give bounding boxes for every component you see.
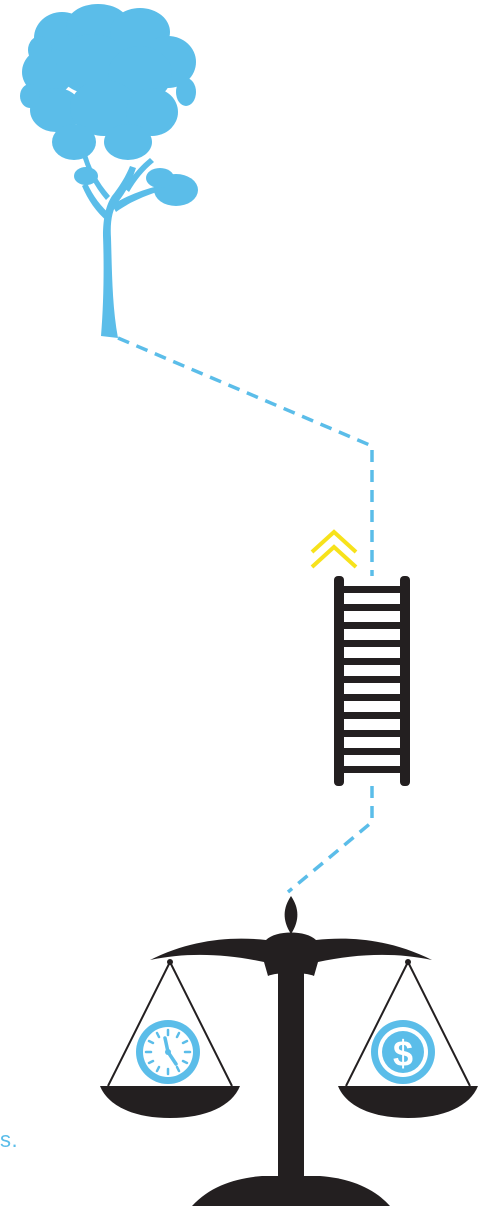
ladder-icon	[334, 576, 410, 786]
dashed-connector-path	[118, 338, 372, 892]
svg-text:$: $	[393, 1033, 413, 1074]
tree-icon	[20, 4, 198, 338]
clock-icon	[136, 1020, 200, 1084]
partial-caption-text: s.	[0, 1127, 18, 1153]
double-chevron-up-icon	[312, 532, 356, 567]
dollar-coin-icon: $	[371, 1020, 435, 1084]
